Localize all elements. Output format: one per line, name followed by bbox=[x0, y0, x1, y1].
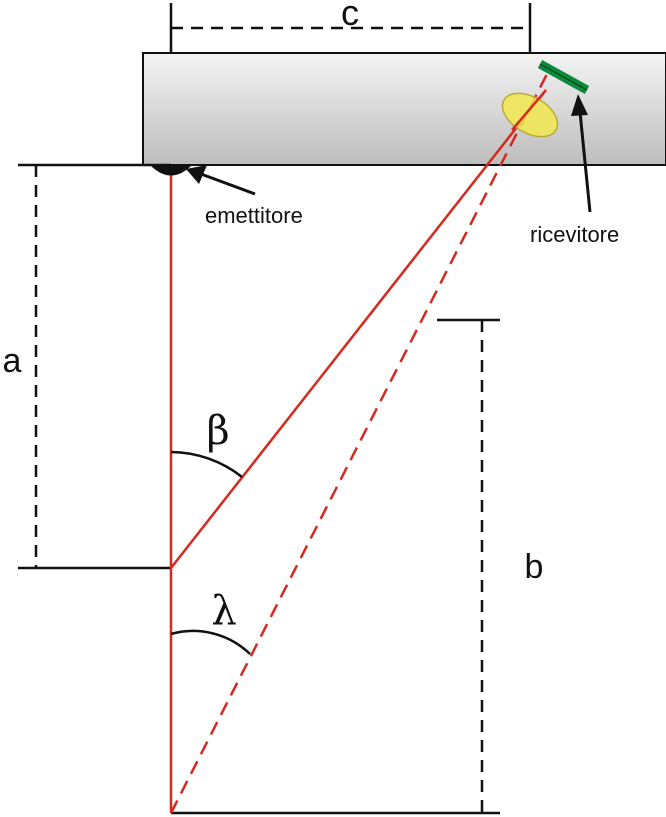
reflected-ray-far bbox=[169, 71, 550, 814]
dimension-c: c bbox=[169, 0, 532, 53]
angle-arc-beta bbox=[170, 450, 243, 478]
pointer-arrow-icon-receiver bbox=[571, 94, 592, 213]
label-lambda: λ bbox=[211, 588, 236, 634]
sensor-housing bbox=[142, 52, 666, 166]
dimension-b: b bbox=[437, 318, 544, 813]
label-c: c bbox=[341, 0, 359, 33]
label-a: a bbox=[3, 342, 22, 380]
pointer-arrow-icon-emitter bbox=[186, 165, 256, 196]
reflected-ray-near bbox=[170, 89, 547, 569]
label-b: b bbox=[525, 548, 544, 586]
dimension-a: a bbox=[0, 165, 38, 568]
angle-arc-lambda bbox=[170, 629, 251, 655]
emitter-dome-icon bbox=[150, 165, 192, 176]
label-emitter: emettitore bbox=[205, 203, 303, 228]
ray-through-lens bbox=[511, 89, 547, 131]
label-receiver: ricevitore bbox=[530, 222, 619, 247]
label-beta: β bbox=[206, 408, 229, 454]
